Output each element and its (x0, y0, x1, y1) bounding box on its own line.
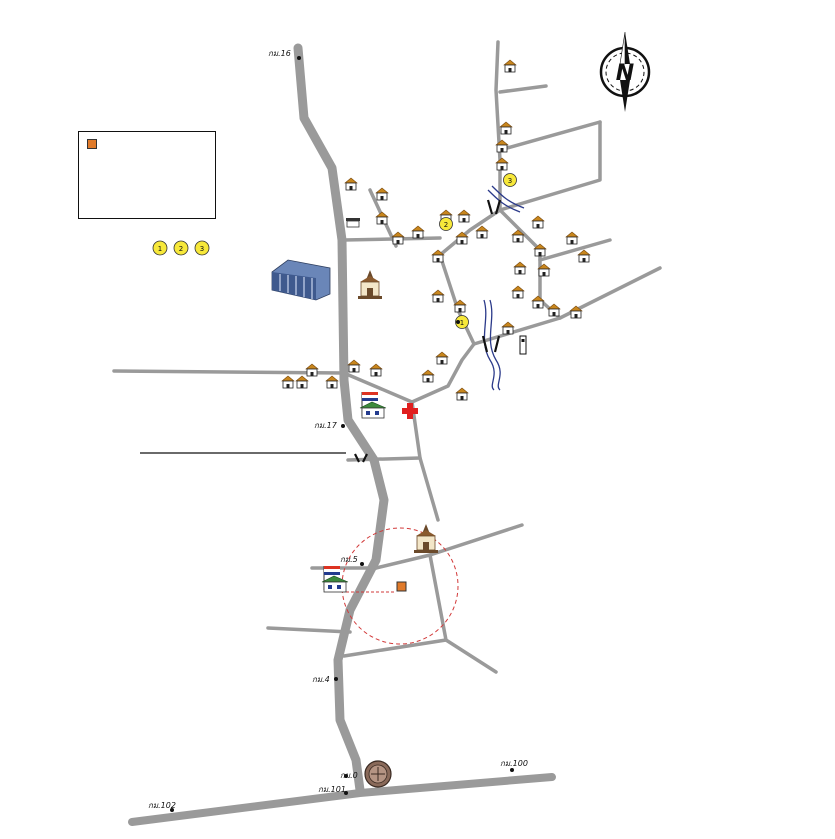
house-icon (565, 231, 579, 245)
house-icon (435, 351, 449, 365)
house-icon (421, 369, 435, 383)
km16-label: กม.16 (268, 49, 291, 58)
house-icon (375, 211, 389, 225)
compare-legend-2: 2 (173, 240, 189, 256)
house-icon (344, 177, 358, 191)
house-icon (281, 375, 295, 389)
compare-point-marker: 2 (439, 217, 453, 231)
subject-plot-marker (396, 581, 407, 592)
house-icon (295, 375, 309, 389)
km100-label: กม.100 (500, 759, 528, 768)
svg-text:2: 2 (179, 245, 183, 253)
km0-label: กม.0 (340, 771, 358, 780)
house-icon (305, 363, 319, 377)
km17-label: กม.17 (314, 421, 338, 430)
house-icon (499, 121, 513, 135)
house-icon (455, 231, 469, 245)
house-icon (531, 295, 545, 309)
house-icon (569, 305, 583, 319)
main-highway (293, 43, 389, 795)
svg-text:3: 3 (200, 245, 204, 253)
houses (281, 59, 591, 401)
km-markers (170, 56, 514, 812)
house-icon (453, 299, 467, 313)
gas-station-icon (346, 218, 360, 228)
house-icon (501, 321, 515, 335)
legend-box (78, 131, 216, 219)
house-icon (325, 375, 339, 389)
compare-point-marker: 3 (503, 173, 517, 187)
km5-label: กม.5 (340, 555, 358, 564)
police-box-icon (364, 760, 392, 788)
house-icon (375, 187, 389, 201)
km101-label: กม.101 (318, 785, 346, 794)
house-icon (533, 243, 547, 257)
house-icon (411, 225, 425, 239)
house-icon (475, 225, 489, 239)
subject-plot-swatch (87, 139, 97, 149)
building-icon (271, 259, 331, 301)
house-icon (537, 263, 551, 277)
river (483, 185, 525, 391)
house-icon (457, 209, 471, 223)
compass-icon: N (599, 31, 651, 112)
temple-icon (414, 524, 438, 553)
svg-text:N: N (616, 61, 634, 86)
svg-text:3: 3 (508, 177, 512, 185)
house-icon (547, 303, 561, 317)
house-icon (577, 249, 591, 263)
house-icon (495, 157, 509, 171)
house-icon (431, 249, 445, 263)
subject-radius-circle (341, 527, 459, 645)
house-icon (431, 289, 445, 303)
school-icon (359, 392, 387, 419)
house-icon (531, 215, 545, 229)
svg-text:1: 1 (158, 245, 162, 253)
km4-label: กม.4 (312, 675, 330, 684)
bottom-highway (128, 773, 556, 826)
km102-label: กม.102 (148, 801, 176, 810)
compare-legend-3: 3 (194, 240, 210, 256)
red-cross-icon (402, 403, 418, 419)
house-icon (511, 229, 525, 243)
house-icon (511, 285, 525, 299)
tower-icon (519, 335, 527, 355)
temple-icon (358, 270, 382, 299)
house-icon (495, 139, 509, 153)
house-icon (513, 261, 527, 275)
svg-text:2: 2 (444, 221, 448, 229)
house-icon (391, 231, 405, 245)
house-icon (503, 59, 517, 73)
legend-title-row (87, 139, 100, 149)
house-icon (369, 363, 383, 377)
svg-text:1: 1 (460, 319, 464, 327)
secondary-roads (112, 40, 662, 674)
house-icon (347, 359, 361, 373)
bridge-icon (354, 199, 502, 463)
compare-legend-1: 1 (152, 240, 168, 256)
compare-point-marker: 1 (455, 315, 469, 329)
house-icon (455, 387, 469, 401)
school-icon (321, 566, 349, 593)
